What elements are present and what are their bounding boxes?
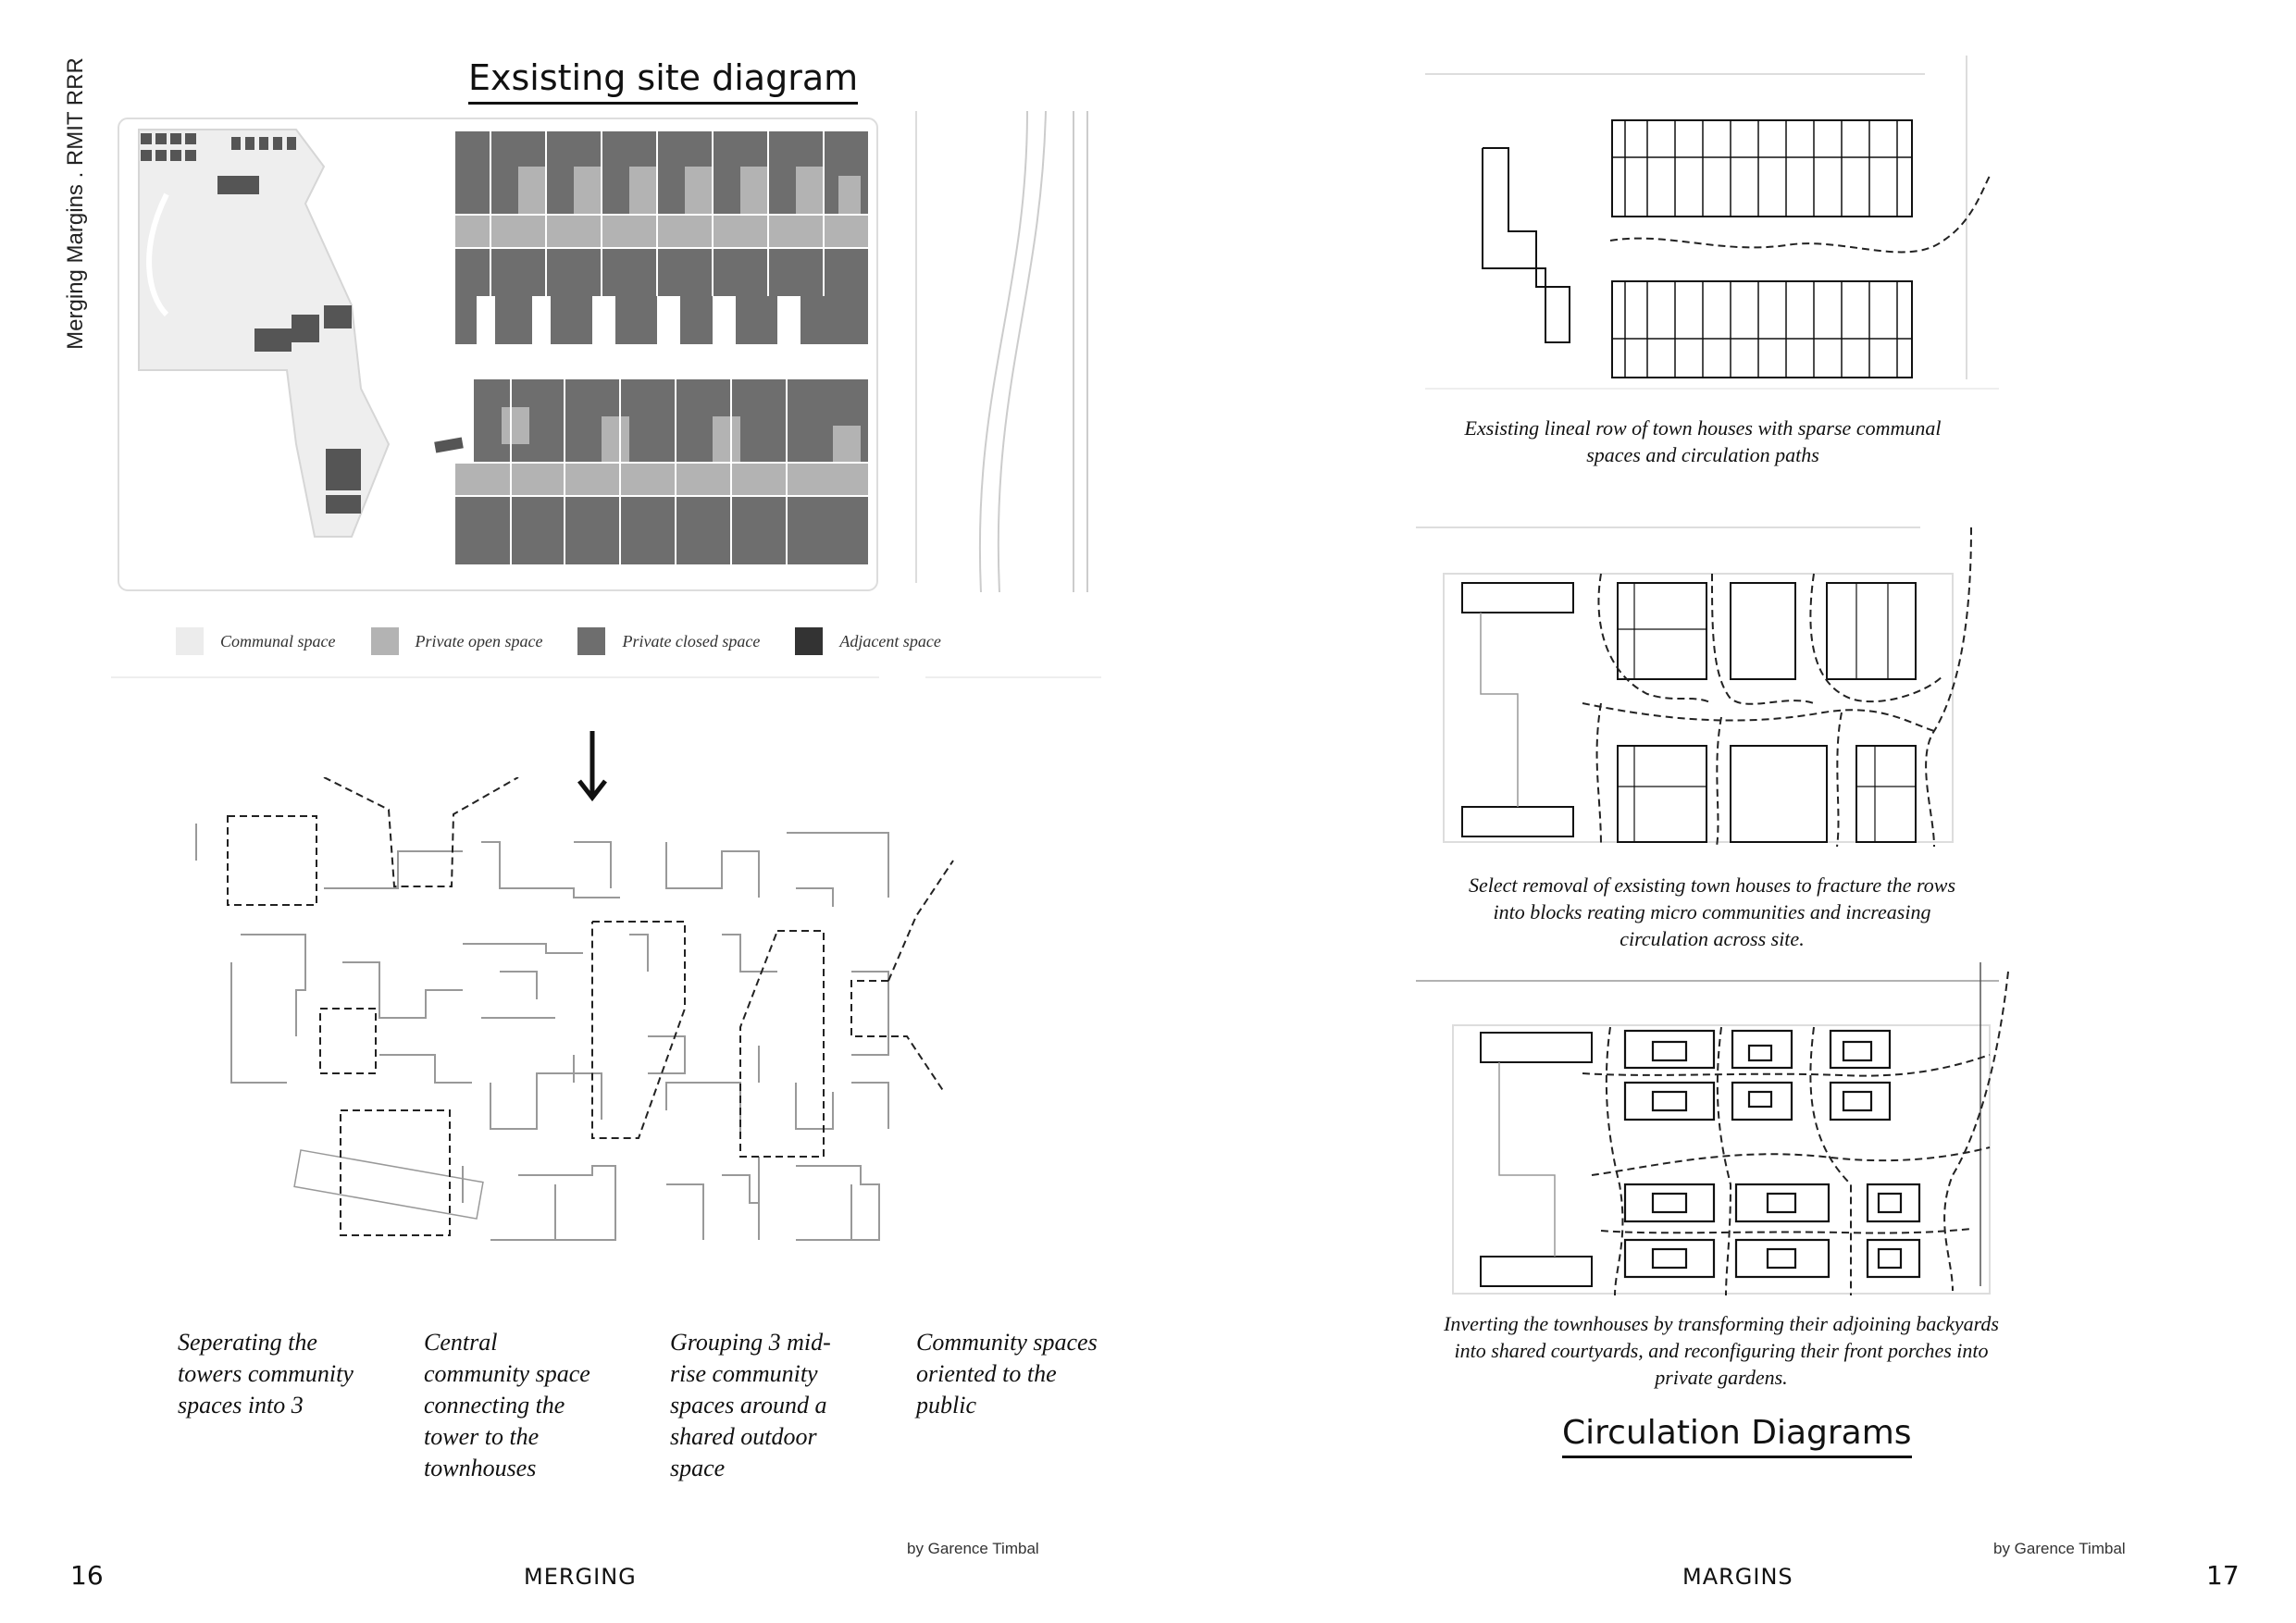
caption-inverted: Inverting the townhouses by transforming… [1444,1312,1999,1389]
site-plan-diagram [111,111,1101,678]
circulation-diagram-existing [1425,56,1999,390]
column-text-1: Seperating the towers community spaces i… [178,1329,354,1419]
legend-swatch [577,627,606,655]
legend-item-adjacent: Adjacent space [795,627,941,655]
legend-item-communal: Communal space [176,627,336,655]
legend-label: Private open space [415,631,543,650]
side-label-text: Merging Margins . RMIT RRR [63,57,88,350]
legend-item-private-open: Private open space [370,627,543,655]
circulation-diagram-removal [1416,527,1972,848]
site-diagram-title: Exsisting site diagram [468,57,859,105]
legend-label: Adjacent space [839,631,941,650]
footer-author-right: by Garence Timbal [1993,1540,2126,1557]
legend-label: Communal space [220,631,336,650]
circulation-diagram-inverted [1416,962,2009,1295]
proposed-massing-diagram [195,777,954,1241]
legend-swatch [795,627,824,655]
side-label: Merging Margins . RMIT RRR [57,46,94,361]
legend-swatch [370,627,399,655]
site-legend: Communal space Private open space Privat… [176,627,976,655]
column-text-4: Community spaces oriented to the public [916,1329,1098,1419]
column-text-2: Central community space connecting the t… [424,1329,590,1481]
legend-item-private-closed: Private closed space [577,627,760,655]
column-text-3: Grouping 3 mid-rise community spaces aro… [670,1329,831,1481]
caption-existing: Exsisting lineal row of town houses with… [1464,416,1942,466]
page-number-right: 17 [2206,1560,2240,1591]
page-number-left: 16 [70,1560,104,1591]
footer-word-left: MERGING [524,1564,637,1590]
down-arrow-icon [577,731,607,802]
circulation-diagrams-title: Circulation Diagrams [1562,1414,1912,1458]
footer-author-left: by Garence Timbal [907,1540,1039,1557]
legend-label: Private closed space [622,631,761,650]
legend-swatch [176,627,204,655]
caption-removal: Select removal of exsisting town houses … [1468,873,1956,950]
footer-word-right: MARGINS [1682,1564,1793,1590]
